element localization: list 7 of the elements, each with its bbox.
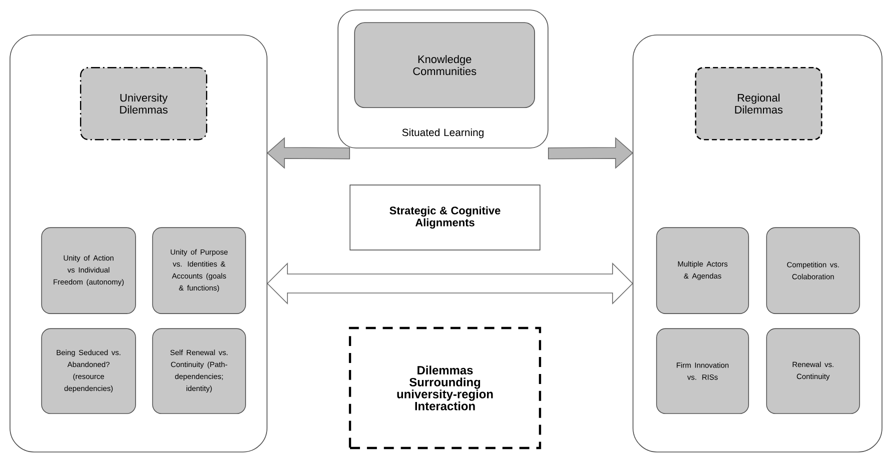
community-box: Knowledge Communities bbox=[354, 22, 535, 108]
block-arrow bbox=[548, 137, 634, 169]
dilemma-box: Dilemmas Surrounding university-region Interaction bbox=[348, 326, 542, 450]
dilemma-box: University Dilemmas bbox=[80, 67, 208, 140]
dilemma-box: Regional Dilemmas bbox=[694, 66, 822, 140]
block-arrow bbox=[266, 137, 350, 169]
alignment-box: Strategic & Cognitive Alignments bbox=[350, 184, 540, 250]
